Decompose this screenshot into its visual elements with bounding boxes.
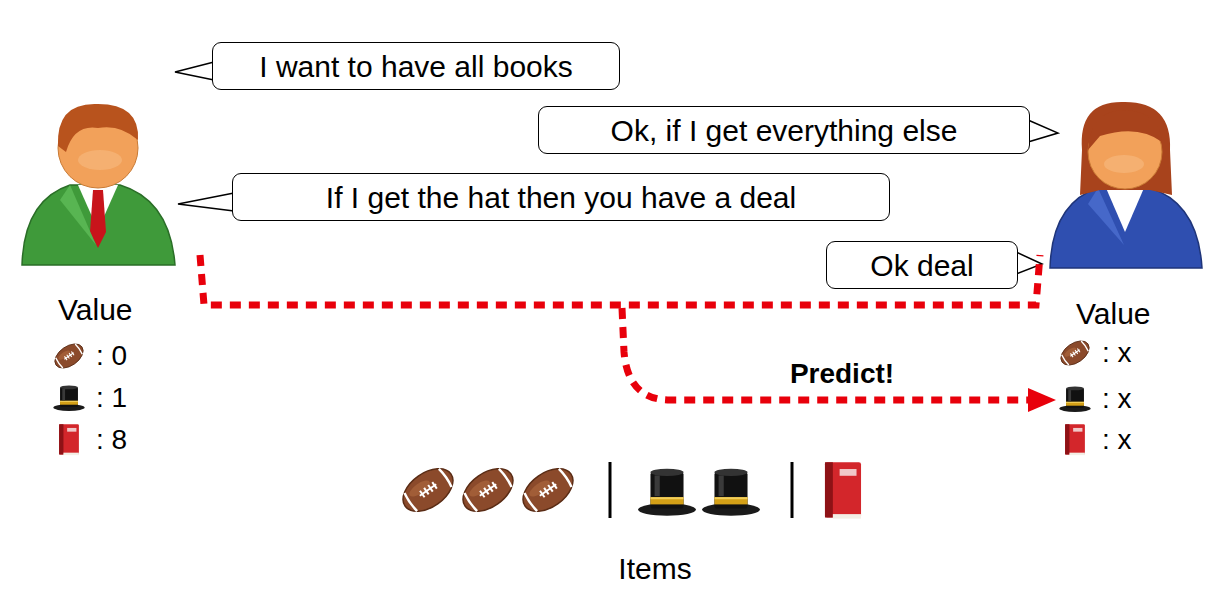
- arrow-head: [1028, 388, 1056, 412]
- person-right: [1080, 102, 1172, 195]
- value-icons: [50, 339, 87, 373]
- flow-arrow: [622, 308, 1030, 400]
- bubble-text: Ok, if I get everything else: [611, 114, 958, 147]
- speech-bubble: Ok deal: [826, 241, 1018, 289]
- value-label: : x: [1102, 338, 1132, 369]
- person-left: [78, 150, 122, 170]
- items-row: [395, 460, 861, 520]
- value-icons: [59, 424, 79, 455]
- items-row: [609, 462, 612, 518]
- value-label: : 1: [96, 383, 127, 414]
- value-label: : x: [1102, 384, 1132, 415]
- value-label: : 8: [96, 425, 127, 456]
- items-row: [395, 460, 460, 520]
- person-left: [22, 185, 175, 265]
- bubble-text: Ok deal: [870, 249, 973, 282]
- value-icons: [53, 385, 84, 410]
- person-left: [22, 104, 175, 265]
- person-left: [58, 104, 138, 152]
- person-right: [1050, 102, 1202, 268]
- bubble-text: I want to have all books: [259, 50, 573, 83]
- items-row: [515, 460, 580, 520]
- bubble-tail: [178, 193, 234, 211]
- person-right: [1050, 188, 1202, 268]
- items-row: [825, 462, 861, 518]
- items-row: [455, 460, 520, 520]
- speech-bubble: If I get the hat then you have a deal: [232, 173, 890, 221]
- bubble-tail: [1028, 120, 1058, 142]
- items-row: [638, 469, 696, 516]
- speech-bubble: I want to have all books: [212, 42, 620, 90]
- items-row: [791, 462, 794, 518]
- value-label: Value: [58, 293, 133, 326]
- items-row: [702, 469, 760, 516]
- value-icons: [1065, 424, 1085, 455]
- value-icons: [1059, 386, 1090, 411]
- person-right: [1088, 110, 1162, 150]
- person-left: [60, 185, 96, 245]
- predict-label: Predict!: [790, 359, 894, 390]
- bubble-tail: [175, 62, 214, 80]
- value-label: : x: [1102, 425, 1132, 456]
- speech-bubble: Ok, if I get everything else: [538, 106, 1030, 154]
- person-right: [1104, 155, 1144, 173]
- value-label: Items: [618, 552, 691, 585]
- value-icons: [1056, 336, 1093, 370]
- value-label: Value: [1076, 297, 1151, 330]
- bubble-text: If I get the hat then you have a deal: [326, 181, 796, 214]
- value-icons: [50, 336, 1093, 455]
- value-label: : 0: [96, 341, 127, 372]
- person-right: [1088, 188, 1124, 245]
